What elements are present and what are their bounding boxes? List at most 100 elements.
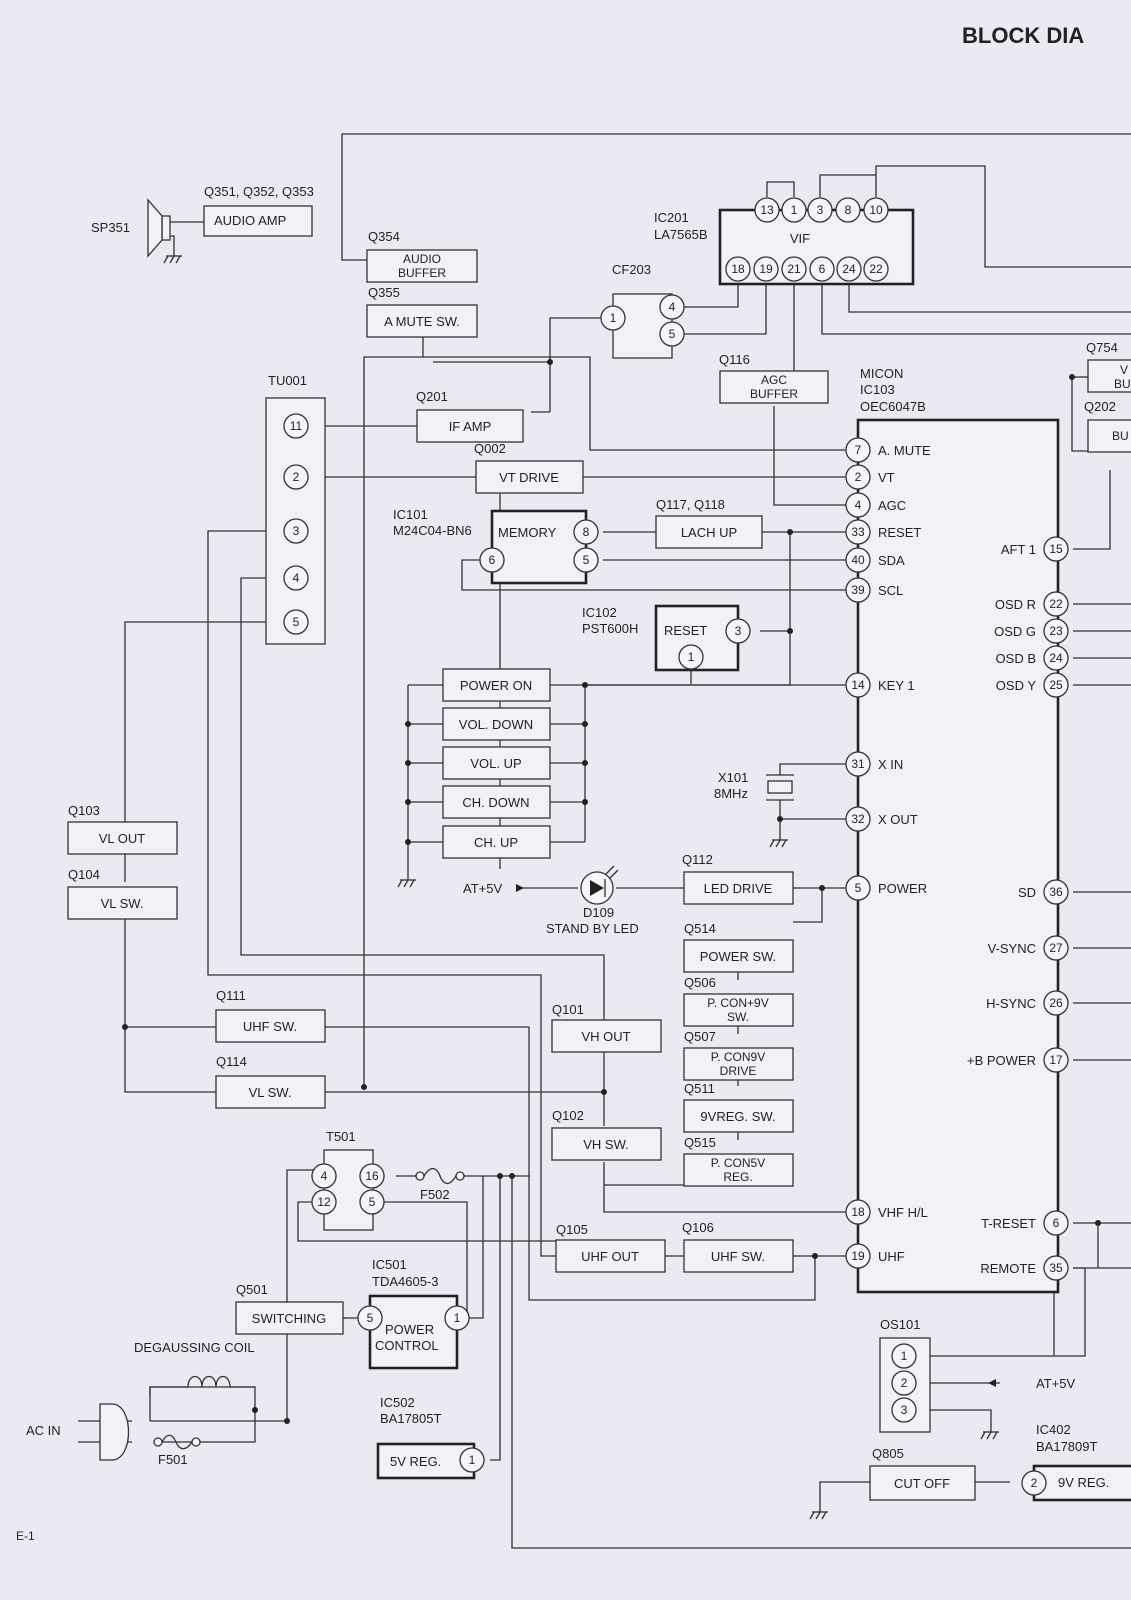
memory-pin: 6	[489, 553, 496, 567]
micon-pin-number: 31	[851, 757, 865, 771]
os101-ref: OS101	[880, 1317, 920, 1332]
vl-sw-top-block: Q104 VL SW.	[67, 867, 178, 920]
micon-pin-number: 5	[855, 881, 862, 895]
key-label: VOL. DOWN	[459, 717, 533, 732]
micon-title: MICON	[860, 366, 903, 381]
reg-9v-ic402: IC402 BA17809T 9V REG. 2	[1021, 1422, 1131, 1502]
uhf-out-label: UHF OUT	[581, 1249, 639, 1264]
tuner-pin: 3	[293, 524, 300, 538]
transformer-t501: T501 4 16 12 5	[311, 1129, 385, 1231]
uhf-sw-right-label: UHF SW.	[711, 1249, 765, 1264]
reg5v-part: BA17805T	[380, 1411, 441, 1426]
power-stack-label-1: P. CON5V	[711, 1156, 765, 1170]
vh-out-block: Q101 VH OUT	[551, 1002, 662, 1053]
ac-in-label: AC IN	[26, 1423, 61, 1438]
micon-ref: IC103	[860, 382, 895, 397]
micon-pin-circle	[1043, 879, 1069, 905]
micon-ic103: MICON IC103 OEC6047B	[856, 366, 1060, 1294]
led-drive-block: Q112 LED DRIVE	[682, 852, 794, 905]
micon-pin-number: 40	[851, 553, 865, 567]
micon-pin-name: REMOTE	[980, 1261, 1036, 1276]
latch-label: LACH UP	[681, 525, 737, 540]
vl-sw-top-label: VL SW.	[101, 896, 144, 911]
micon-pin-circle	[1043, 1210, 1069, 1236]
micon-pin-number: 15	[1049, 542, 1063, 556]
os101-supply: AT+5V	[1036, 1376, 1075, 1391]
micon-pin-name: A. MUTE	[878, 443, 931, 458]
micon-pin-name: VHF H/L	[878, 1205, 928, 1220]
agc-label-2: BUFFER	[750, 387, 798, 401]
vif-pin: 10	[869, 203, 883, 217]
key-label: CH. DOWN	[462, 795, 529, 810]
power-stack-label-1: POWER SW.	[700, 949, 777, 964]
micon-pin-name: OSD G	[994, 624, 1036, 639]
cf203-ref: CF203	[612, 262, 651, 277]
vif-pin: 18	[731, 262, 745, 276]
cf203-pin: 5	[669, 327, 676, 341]
a-mute-sw-block: Q355 A MUTE SW.	[366, 285, 478, 338]
micon-pin-name: SCL	[878, 583, 903, 598]
vh-sw-label: VH SW.	[583, 1137, 629, 1152]
vif-pin: 1	[791, 203, 798, 217]
vt-drive-ref: Q002	[474, 441, 506, 456]
reset-ic-part: PST600H	[582, 621, 638, 636]
if-amp-label: IF AMP	[449, 419, 492, 434]
micon-pin-circle	[845, 806, 871, 832]
uhf-out-ref: Q105	[556, 1222, 588, 1237]
reg5v-pin: 1	[469, 1453, 476, 1467]
micon-pin-name: VT	[878, 470, 895, 485]
key-label: VOL. UP	[470, 756, 521, 771]
power-stack-ref: Q511	[684, 1081, 715, 1096]
switching-label: SWITCHING	[252, 1311, 326, 1326]
junction-dots	[122, 359, 1101, 1424]
memory-ic101: IC101 M24C04-BN6 MEMORY 8 6 5	[393, 507, 599, 585]
micon-pin-number: 2	[855, 470, 862, 484]
vl-out-ref: Q103	[68, 803, 100, 818]
micon-pin-number: 32	[851, 812, 865, 826]
page-number: E-1	[16, 1529, 35, 1543]
latch-ref: Q117, Q118	[656, 497, 725, 512]
micon-pin-name: AGC	[878, 498, 906, 513]
power-control-pin: 1	[454, 1311, 461, 1325]
power-control-label-2: CONTROL	[375, 1338, 439, 1353]
vif-pin: 24	[842, 262, 856, 276]
right-edge-blocks: Q754 V BU Q202 BU	[1084, 340, 1131, 453]
led-drive-label: LED DRIVE	[704, 881, 773, 896]
os101-pin: 1	[901, 1349, 908, 1363]
micon-pin-name: UHF	[878, 1249, 905, 1264]
q202-ref: Q202	[1084, 399, 1116, 414]
micon-pin-name: X OUT	[878, 812, 918, 827]
power-stack-label-1: P. CON+9V	[707, 996, 768, 1010]
fuse-f501: F501	[153, 1434, 201, 1467]
if-amp-ref: Q201	[416, 389, 448, 404]
audio-amp-block: Q351, Q352, Q353 AUDIO AMP	[203, 184, 314, 237]
micon-pin-number: 17	[1049, 1053, 1063, 1067]
latch-up-block: Q117, Q118 LACH UP	[655, 497, 763, 549]
micon-pin-number: 7	[855, 443, 862, 457]
vif-pin: 22	[869, 262, 883, 276]
micon-pin-circle	[1043, 935, 1069, 961]
micon-pin-number: 27	[1049, 941, 1063, 955]
micon-pin-number: 18	[851, 1205, 865, 1219]
audio-buffer-ref: Q354	[368, 229, 400, 244]
switching-block: Q501 SWITCHING	[235, 1282, 344, 1335]
micon-pin-name: V-SYNC	[988, 941, 1036, 956]
micon-pin-circle	[845, 672, 871, 698]
cf203-filter: CF203 1 4 5	[600, 262, 685, 359]
micon-pin-name: H-SYNC	[986, 996, 1036, 1011]
micon-pin-circle	[1043, 618, 1069, 644]
micon-pin-number: 35	[1049, 1261, 1063, 1275]
t501-pin: 12	[317, 1195, 331, 1209]
micon-pin-number: 39	[851, 583, 865, 597]
micon-pin-circle	[845, 751, 871, 777]
memory-label: MEMORY	[498, 525, 557, 540]
vif-pin: 21	[787, 262, 801, 276]
t501-pin: 16	[365, 1169, 379, 1183]
uhf-sw-left-ref: Q111	[216, 988, 246, 1003]
vif-pin: 6	[819, 262, 826, 276]
power-stack-box	[683, 1099, 794, 1133]
agc-ref: Q116	[719, 352, 750, 367]
remote-sensor-os101: OS101 1 2 3 AT+5V	[879, 1317, 1075, 1433]
